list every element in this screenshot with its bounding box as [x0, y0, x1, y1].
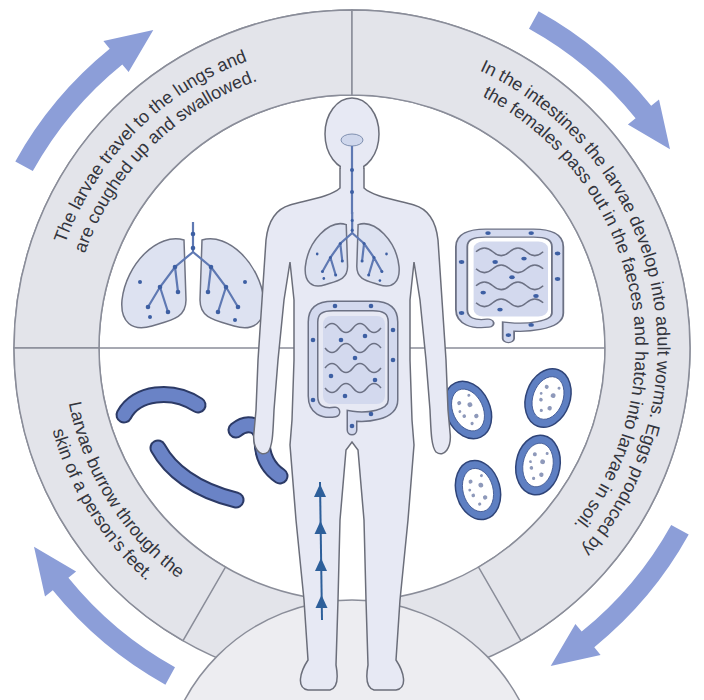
text-glyph: a [631, 315, 650, 327]
trachea [351, 146, 353, 214]
cycle-stage-band: In the intestines the larvae develop int… [350, 8, 692, 643]
stage-text: In the intestines the larvae develop int… [350, 8, 692, 643]
text-glyph: a [632, 361, 651, 372]
egg [511, 432, 565, 499]
text-glyph: n [632, 325, 651, 336]
text-glyph: d [632, 336, 650, 346]
text-glyph: u [654, 336, 672, 346]
migration-arrowhead [314, 484, 326, 497]
outer-ring [14, 10, 690, 686]
abdomen-intestines [311, 304, 396, 430]
text-glyph: o [651, 300, 670, 312]
intestines-picture [459, 231, 561, 338]
larva-outline [124, 395, 198, 415]
larva-outline [158, 448, 236, 500]
band-shape [12, 8, 354, 350]
text-glyph: a [653, 315, 672, 327]
band-outline [14, 348, 226, 641]
cycle-stage-band: The larvae travel to the lungs and are c… [12, 8, 354, 350]
ground [162, 600, 542, 700]
stage-text: Larvae burrow through the skin of a pers… [12, 346, 228, 643]
larva [158, 448, 236, 500]
larva-dot [350, 190, 354, 194]
larva-dot [350, 168, 354, 172]
text-glyph: l [654, 347, 672, 351]
text-glyph: s [629, 300, 648, 312]
text-glyph: t [654, 350, 672, 355]
migration-arrowhead [316, 595, 328, 608]
band-outline [352, 10, 690, 641]
chest-lungs [305, 212, 399, 286]
text-glyph: w [653, 360, 672, 374]
egg [517, 362, 579, 433]
text-glyph: d [654, 326, 673, 337]
lungs-picture [122, 222, 264, 328]
cycle-stage-band: Larvae burrow through the skin of a pers… [12, 346, 228, 643]
egg [449, 455, 507, 524]
inner-circle [99, 95, 605, 601]
text-glyph: h [629, 385, 648, 398]
migration-arrowhead [315, 521, 327, 534]
nasal-cavity [341, 134, 363, 146]
text-glyph [632, 346, 650, 351]
larva [124, 395, 198, 415]
stage-text: The larvae travel to the lungs and are c… [12, 8, 354, 350]
leg-arrows [314, 482, 328, 620]
text-glyph [654, 355, 672, 361]
band-outline [14, 10, 352, 348]
migration-arrowhead [315, 558, 327, 571]
human-figure [254, 168, 451, 690]
text-glyph: h [632, 351, 650, 362]
